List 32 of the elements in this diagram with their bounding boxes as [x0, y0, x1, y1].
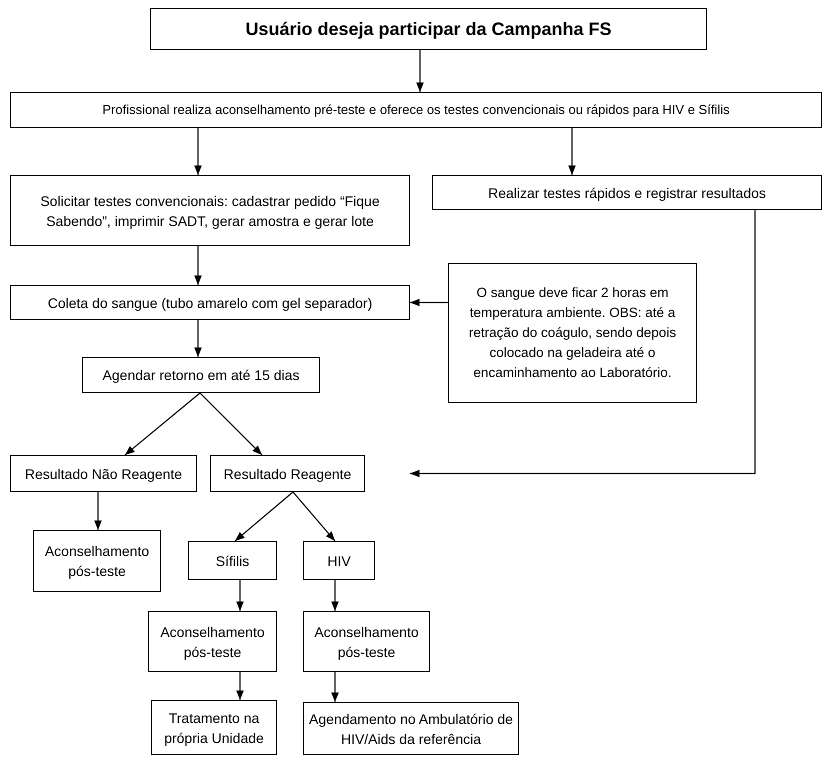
process-box: Agendamento no Ambulatório de HIV/Aids da referência [303, 702, 519, 755]
process-box: Aconselhamento pós-teste [33, 530, 161, 592]
arrow [331, 672, 339, 702]
arrow [94, 492, 102, 530]
arrow [234, 492, 294, 542]
arrow [124, 392, 200, 456]
process-box: Solicitar testes convencionais: cadastrar pedido “Fique Sabendo”, imprimir SADT, gerar amostra e gerar lote [10, 175, 410, 246]
process-box: Usuário deseja participar da Campanha FS [150, 8, 707, 50]
process-box: Coleta do sangue (tubo amarelo com gel separador) [10, 285, 410, 320]
process-box: Aconselhamento pós-teste [303, 611, 430, 672]
arrow [194, 320, 202, 357]
process-box: Sífilis [188, 541, 277, 580]
process-box: Aconselhamento pós-teste [148, 611, 277, 672]
process-box: Tratamento na própria Unidade [151, 700, 277, 755]
arrow [416, 50, 424, 92]
process-box: Resultado Reagente [210, 455, 365, 492]
arrow [410, 298, 448, 306]
arrow [568, 128, 576, 175]
arrow [236, 672, 244, 700]
process-box: HIV [303, 541, 375, 580]
process-box: Profissional realiza aconselhamento pré-teste e oferece os testes convencionais ou rápidos para HIV e Sífilis [10, 92, 822, 128]
process-box: Agendar retorno em até 15 dias [82, 357, 320, 393]
arrow [292, 492, 336, 542]
arrow [194, 128, 202, 175]
process-box: Resultado Não Reagente [10, 455, 197, 492]
arrow [194, 246, 202, 285]
process-box: O sangue deve ficar 2 horas em temperatura ambiente. OBS: até a retração do coágulo, sendo depois colocado na geladeira até o encaminhamento ao Laboratório. [448, 263, 697, 403]
process-box: Realizar testes rápidos e registrar resultados [432, 175, 822, 210]
arrow [236, 580, 244, 611]
arrow [331, 580, 339, 611]
arrow [200, 392, 262, 456]
arrow [410, 210, 756, 478]
